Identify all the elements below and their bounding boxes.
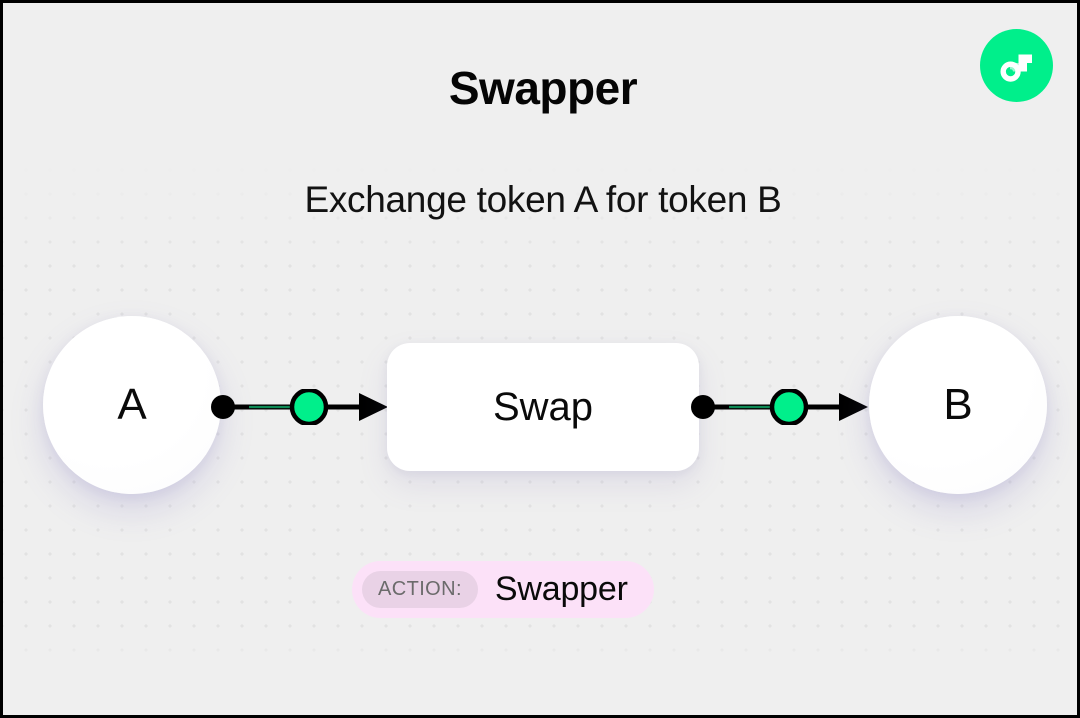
connector-swap-to-b xyxy=(689,389,869,425)
page-subtitle: Exchange token A for token B xyxy=(304,179,782,220)
bottom-gradient-overlay xyxy=(3,625,1077,715)
page-title: Swapper xyxy=(448,62,638,114)
node-token-b[interactable]: B xyxy=(869,316,1047,494)
node-token-a-label: A xyxy=(117,380,147,429)
flow-logo-badge[interactable] xyxy=(980,29,1053,102)
connector-a-to-swap xyxy=(209,389,389,425)
action-badge: ACTION: Swapper xyxy=(352,561,654,618)
node-swap-label: Swap xyxy=(492,384,594,429)
node-swap-process[interactable]: Swap xyxy=(387,343,699,471)
node-token-b-label: B xyxy=(943,380,973,429)
node-token-a[interactable]: A xyxy=(43,316,221,494)
action-badge-label: ACTION: xyxy=(362,571,478,608)
flow-logo-icon xyxy=(996,45,1038,87)
action-badge-value: Swapper xyxy=(494,570,628,608)
